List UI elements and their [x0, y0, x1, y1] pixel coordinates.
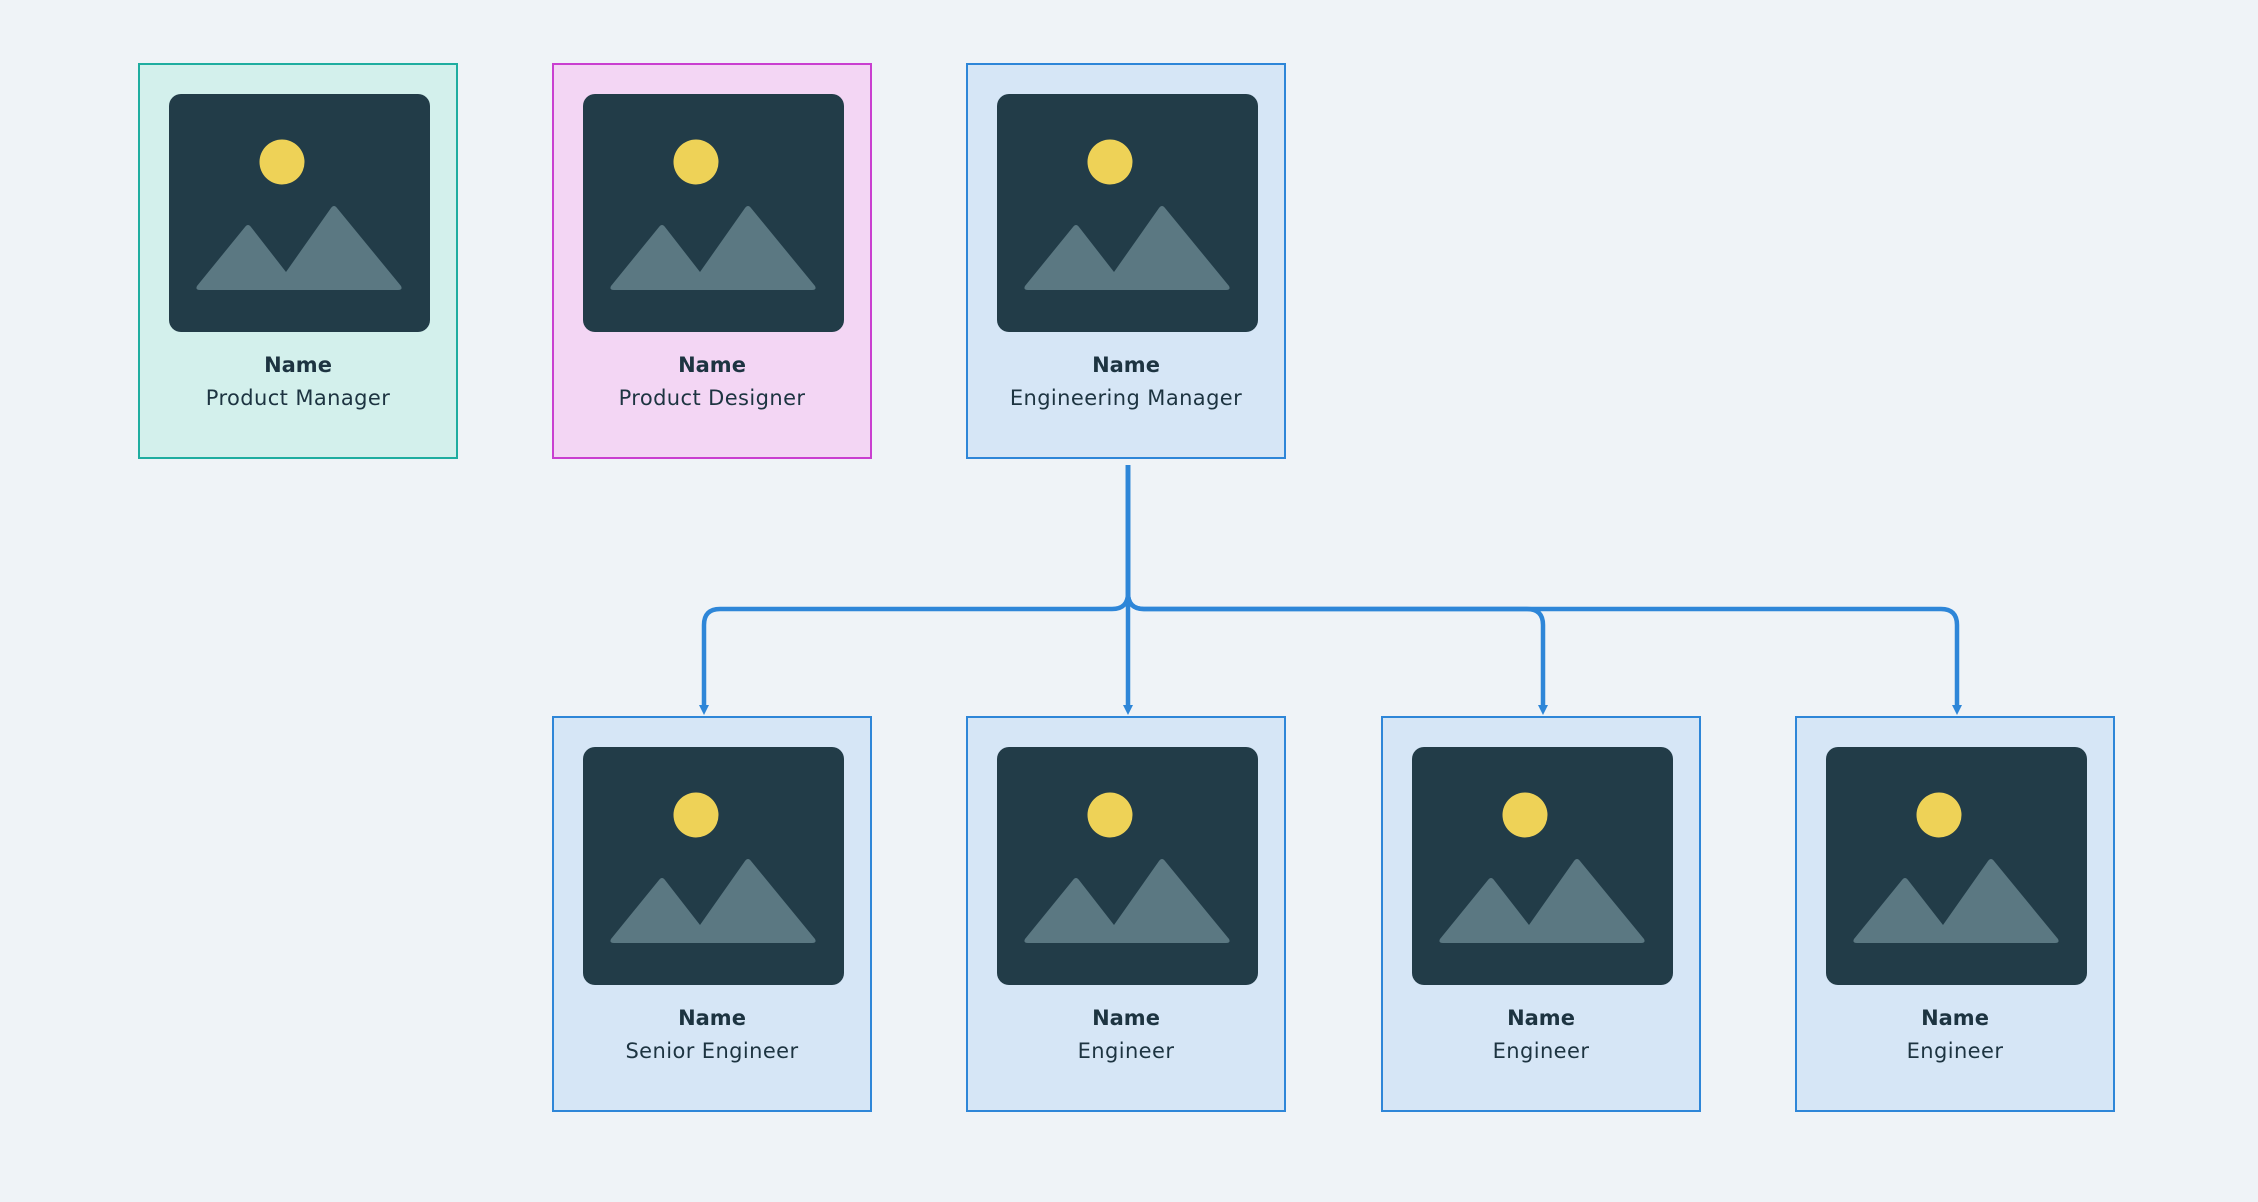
image-placeholder-icon — [583, 94, 844, 332]
card-role: Product Manager — [205, 386, 391, 410]
card-senior-engineer[interactable]: Name Senior Engineer — [552, 716, 872, 1112]
card-name: Name — [1092, 1006, 1160, 1030]
image-placeholder-icon — [169, 94, 430, 332]
image-placeholder-icon — [1826, 747, 2087, 985]
card-engineering-manager[interactable]: Name Engineering Manager — [966, 63, 1286, 459]
card-engineer-1[interactable]: Name Engineer — [966, 716, 1286, 1112]
connector-em-to-e3 — [1125, 465, 1962, 715]
card-name: Name — [678, 353, 746, 377]
image-placeholder-icon — [583, 747, 844, 985]
image-placeholder-icon — [1412, 747, 1673, 985]
card-role: Product Designer — [618, 386, 806, 410]
card-role: Engineering Manager — [1009, 386, 1243, 410]
card-role: Engineer — [1492, 1039, 1590, 1063]
image-placeholder-icon — [997, 747, 1258, 985]
card-engineer-2[interactable]: Name Engineer — [1381, 716, 1701, 1112]
card-engineer-3[interactable]: Name Engineer — [1795, 716, 2115, 1112]
card-product-designer[interactable]: Name Product Designer — [552, 63, 872, 459]
card-role: Engineer — [1906, 1039, 2004, 1063]
card-name: Name — [264, 353, 332, 377]
card-name: Name — [1507, 1006, 1575, 1030]
image-placeholder-icon — [997, 94, 1258, 332]
card-role: Senior Engineer — [625, 1039, 799, 1063]
card-role: Engineer — [1077, 1039, 1175, 1063]
card-product-manager[interactable]: Name Product Manager — [138, 63, 458, 459]
connector-em-to-e2 — [1125, 465, 1548, 715]
card-name: Name — [1921, 1006, 1989, 1030]
connector-em-to-se — [699, 465, 1131, 715]
card-name: Name — [1092, 353, 1160, 377]
card-name: Name — [678, 1006, 746, 1030]
